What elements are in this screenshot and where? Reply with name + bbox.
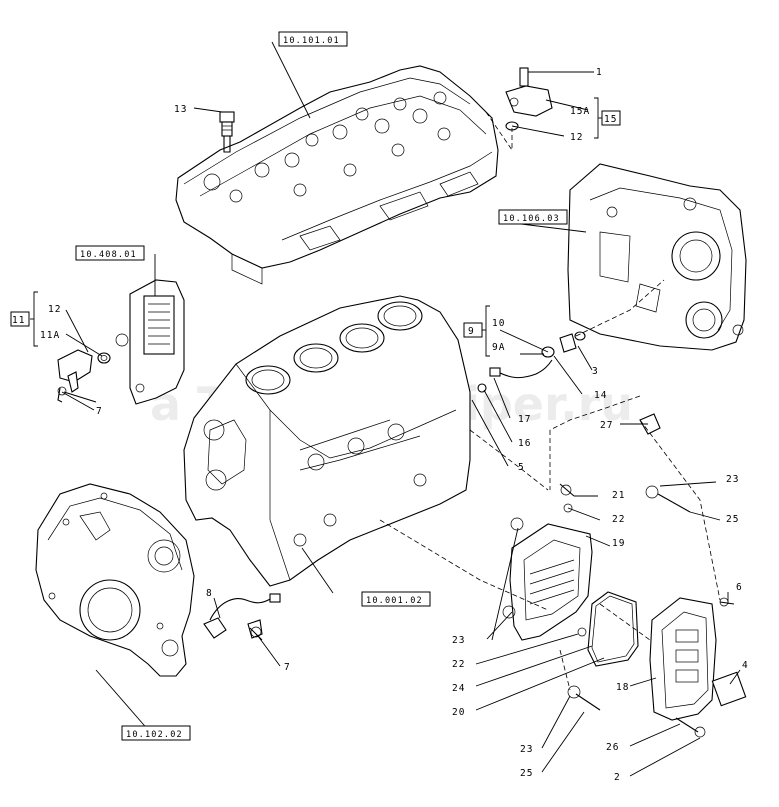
oil-cooler-support-drawing [115,279,185,405]
callout-labels: 1 15A 12 13 12 11A 7 10 9A 3 14 17 16 5 … [40,67,749,783]
callout-12-top[interactable]: 12 [570,132,583,143]
ref-box-cylinder-head[interactable]: 10.101.01 [278,31,348,47]
ref-label-flywheel-housing: 10.106.03 [503,214,560,224]
callout-9a[interactable]: 9A [492,342,505,353]
callout-8[interactable]: 8 [206,588,213,599]
callout-22-mid[interactable]: 22 [452,659,465,670]
group-box-11[interactable] [10,311,30,327]
callout-5[interactable]: 5 [518,462,525,473]
callout-24[interactable]: 24 [452,683,465,694]
callout-21[interactable]: 21 [612,490,625,501]
group-bracket-9: 9 [463,305,490,357]
callout-12-left[interactable]: 12 [48,304,61,315]
callout-11a[interactable]: 11A [40,330,60,341]
ref-label-cylinder-head: 10.101.01 [283,36,340,46]
group-label-9: 9 [468,326,475,337]
ecu-bracket-drawing [502,484,593,641]
gasket-drawing [587,591,639,667]
callout-15a[interactable]: 15A [570,106,590,117]
callout-6[interactable]: 6 [736,582,743,593]
group-bracket-11: 11 [10,291,38,347]
ref-box-oil-filter-support[interactable]: 10.408.01 [75,245,145,261]
callout-18[interactable]: 18 [616,682,629,693]
fastener-drawings [57,386,735,738]
ecu-module-drawing [649,597,747,721]
callout-2[interactable]: 2 [614,772,621,783]
callout-14[interactable]: 14 [594,390,607,401]
cylinder-head-drawing [175,65,499,285]
fuel-temp-sensor-drawing [477,331,661,435]
oil-pressure-sensor-drawing [57,349,111,403]
callout-3[interactable]: 3 [592,366,599,377]
timing-cover-drawing [35,483,195,677]
callout-10[interactable]: 10 [492,318,505,329]
callout-17[interactable]: 17 [518,414,531,425]
callout-25-bottom[interactable]: 25 [520,768,533,779]
callout-7-bottom[interactable]: 7 [284,662,291,673]
callout-16[interactable]: 16 [518,438,531,449]
callout-22-right[interactable]: 22 [612,514,625,525]
callout-7-left[interactable]: 7 [96,406,103,417]
ref-label-engine-block: 10.001.02 [366,596,423,606]
ref-label-oil-filter-support: 10.408.01 [80,250,137,260]
group-label-11: 11 [12,315,25,326]
callout-1[interactable]: 1 [596,67,603,78]
callout-4[interactable]: 4 [742,660,749,671]
group-label-15: 15 [604,114,617,125]
speed-sensor-drawing [203,593,281,639]
callout-19[interactable]: 19 [612,538,625,549]
callout-26[interactable]: 26 [606,742,619,753]
group-bracket-15: 15 [594,97,621,139]
callout-23-right[interactable]: 23 [726,474,739,485]
callout-13[interactable]: 13 [174,104,187,115]
flywheel-housing-drawing [567,163,747,351]
callout-23-bottom[interactable]: 23 [520,744,533,755]
callout-20[interactable]: 20 [452,707,465,718]
callout-25-right[interactable]: 25 [726,514,739,525]
ref-box-flywheel-housing[interactable]: 10.106.03 [498,209,568,225]
ref-box-engine-block[interactable]: 10.001.02 [361,591,431,607]
group-box-9[interactable] [463,322,483,338]
ref-label-timing-cover: 10.102.02 [126,730,183,740]
callout-23-mid[interactable]: 23 [452,635,465,646]
boost-sensor-drawing [505,67,553,131]
group-box-15[interactable] [601,110,621,126]
engine-block-drawing [183,295,471,587]
ref-box-timing-cover[interactable]: 10.102.02 [121,725,191,741]
temperature-sender-drawing [219,111,235,153]
callout-27[interactable]: 27 [600,420,613,431]
